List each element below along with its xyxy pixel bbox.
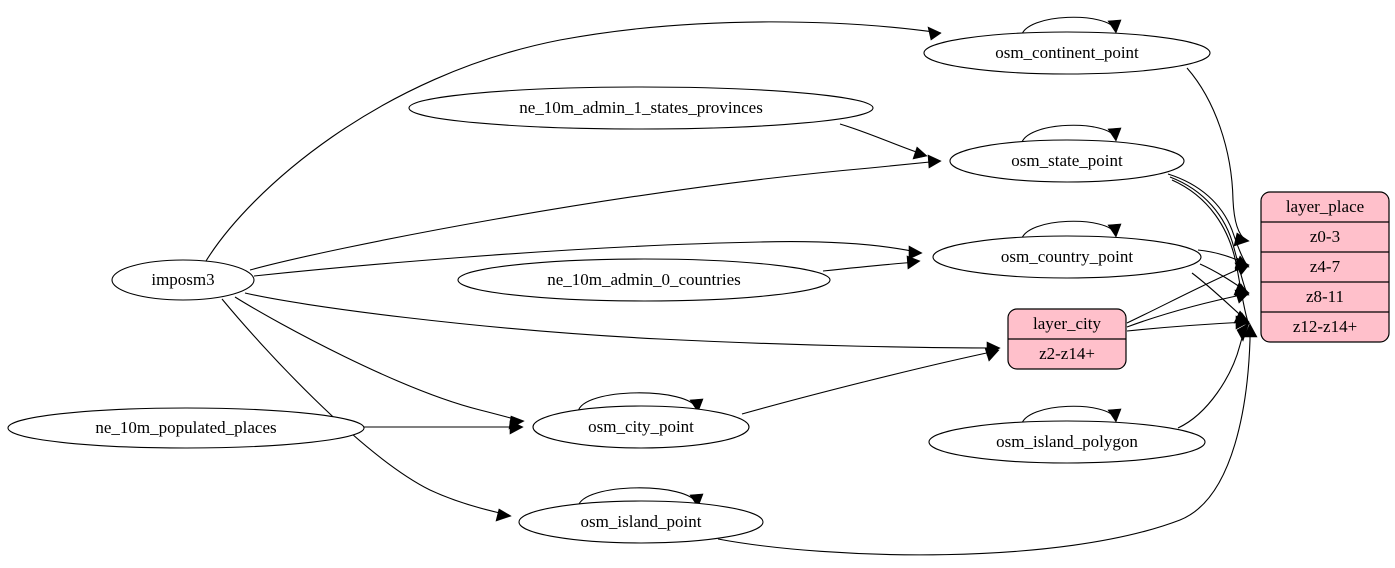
- edge-imposm3-to-osm_state_point: [249, 160, 941, 271]
- edge-osm_island_point-to-layer_place-z12-z14plus: [717, 326, 1251, 556]
- node-shape-ellipse: [923, 31, 1211, 75]
- node-ne_10m_admin_0_countries[interactable]: ne_10m_admin_0_countries: [457, 258, 831, 302]
- record-title: layer_place: [1286, 197, 1364, 216]
- self-loop-osm_city_point: [577, 392, 698, 413]
- node-label: osm_city_point: [588, 417, 694, 436]
- edge-layer_city-to-layer_place-z4-7: [1126, 265, 1247, 324]
- node-label: ne_10m_admin_1_states_provinces: [519, 98, 763, 117]
- node-osm_state_point[interactable]: osm_state_point: [949, 139, 1185, 183]
- arrowhead: [689, 398, 704, 413]
- node-layer_place[interactable]: layer_place z0-3 z4-7 z8-11 z12-z14+: [1260, 191, 1390, 343]
- edge-imposm3-to-osm_country_point: [253, 241, 922, 277]
- node-osm_island_point[interactable]: osm_island_point: [518, 500, 764, 544]
- edge-layer: [205, 16, 1258, 556]
- edge-imposm3-to-osm_city_point: [234, 296, 523, 422]
- node-osm_country_point[interactable]: osm_country_point: [932, 235, 1202, 279]
- arrowhead: [1234, 262, 1250, 276]
- record-row-z8-11[interactable]: z8-11: [1306, 287, 1344, 306]
- edge-osm_continent_point-to-layer_place-z0-3: [1186, 67, 1247, 241]
- arrowhead: [1107, 223, 1122, 238]
- node-shape-ellipse: [408, 86, 874, 130]
- arrowhead: [689, 493, 704, 508]
- arrowhead: [509, 420, 524, 435]
- node-shape-ellipse: [518, 500, 764, 544]
- arrowhead: [927, 154, 942, 169]
- edge-osm_island_polygon-to-layer_place-z12-z14plus: [1177, 324, 1248, 429]
- arrowhead: [1107, 19, 1122, 34]
- arrowhead: [908, 245, 923, 260]
- node-shape-ellipse: [532, 405, 750, 449]
- node-shape-ellipse: [7, 407, 365, 449]
- arrowhead: [1235, 315, 1250, 330]
- node-ne_10m_admin_1_states_provinces[interactable]: ne_10m_admin_1_states_provinces: [408, 86, 874, 130]
- node-shape-ellipse: [932, 235, 1202, 279]
- edge-osm_state_point-to-layer_place-z12-z14plus: [1171, 179, 1249, 323]
- arrowhead: [1234, 289, 1250, 304]
- node-ne_10m_populated_places[interactable]: ne_10m_populated_places: [7, 407, 365, 449]
- node-label: osm_continent_point: [995, 43, 1139, 62]
- record-row-z2-z14plus[interactable]: z2-z14+: [1039, 344, 1095, 363]
- node-shape-ellipse: [111, 259, 255, 301]
- arrowhead: [906, 255, 921, 270]
- node-layer_city[interactable]: layer_city z2-z14+: [1007, 308, 1127, 370]
- node-label: osm_island_polygon: [996, 432, 1138, 451]
- self-loop-osm_island_point: [577, 487, 698, 508]
- node-shape-ellipse: [457, 258, 831, 302]
- arrowhead: [927, 26, 942, 41]
- arrowhead: [984, 347, 1000, 362]
- edge-layer_city-to-layer_place-z12-z14plus: [1126, 321, 1247, 332]
- node-label: osm_island_point: [581, 512, 702, 531]
- record-title: layer_city: [1033, 314, 1101, 333]
- edge-osm_city_point-to-layer_city-z2-z14plus: [741, 350, 997, 415]
- node-label: ne_10m_admin_0_countries: [547, 270, 741, 289]
- node-label: osm_country_point: [1001, 247, 1133, 266]
- edge-ne_10m_admin_1_states_provinces-to-osm_state_point: [839, 123, 926, 156]
- arrowhead: [1107, 127, 1122, 142]
- node-shape-ellipse: [949, 139, 1185, 183]
- node-label: ne_10m_populated_places: [95, 418, 276, 437]
- edge-layer_city-to-layer_place-z8-11: [1126, 293, 1247, 328]
- record-row-z4-7[interactable]: z4-7: [1310, 257, 1341, 276]
- arrowhead: [912, 146, 928, 160]
- edge-imposm3-to-osm_island_point: [221, 298, 510, 516]
- node-osm_city_point[interactable]: osm_city_point: [532, 405, 750, 449]
- edge-ne_10m_admin_0_countries-to-osm_country_point: [822, 261, 919, 272]
- node-osm_continent_point[interactable]: osm_continent_point: [923, 31, 1211, 75]
- node-imposm3[interactable]: imposm3: [111, 259, 255, 301]
- edge-osm_state_point-to-layer_place-z8-11: [1169, 176, 1248, 294]
- arrowhead: [1243, 323, 1258, 338]
- edge-imposm3-to-layer_city: [244, 292, 999, 349]
- record-row-z12-z14plus[interactable]: z12-z14+: [1293, 317, 1357, 336]
- arrowhead: [495, 508, 512, 522]
- record-row-z0-3[interactable]: z0-3: [1310, 227, 1340, 246]
- edge-osm_state_point-to-layer_place-z4-7: [1167, 173, 1248, 266]
- node-label: imposm3: [151, 270, 214, 289]
- node-osm_island_polygon[interactable]: osm_island_polygon: [928, 420, 1206, 464]
- node-layer: imposm3 ne_10m_populated_places ne_10m_a…: [7, 31, 1390, 544]
- node-label: osm_state_point: [1011, 151, 1123, 170]
- arrowhead: [1107, 408, 1122, 423]
- node-shape-ellipse: [928, 420, 1206, 464]
- edge-imposm3-to-osm_continent_point: [205, 21, 942, 262]
- record-shape: [1260, 191, 1390, 343]
